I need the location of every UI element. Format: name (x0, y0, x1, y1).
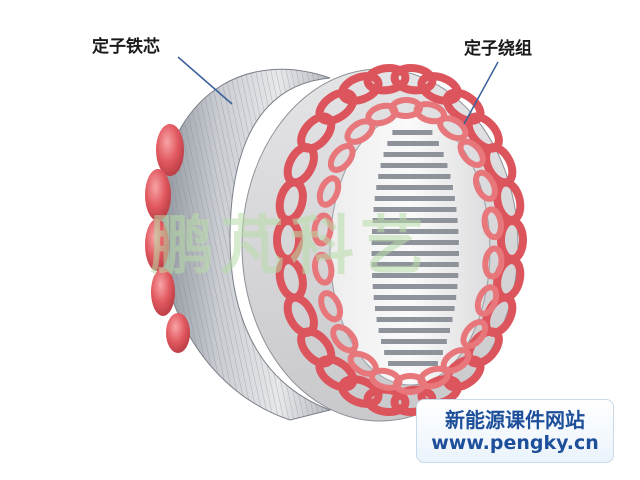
slot-bar (388, 361, 438, 366)
winding-coil (390, 64, 437, 95)
winding-coil-inner (311, 251, 335, 286)
slot-bar (372, 273, 459, 278)
winding-coil-inner (460, 319, 489, 349)
slot-bar (384, 350, 443, 355)
slot-bar (371, 229, 459, 234)
stator-winding (273, 64, 527, 416)
left-coil-ends (145, 124, 190, 353)
winding-coil (442, 355, 485, 392)
site-badge: 新能源课件网站 www.pengky.cn (416, 399, 614, 463)
slot-bar (371, 262, 459, 267)
leader-line-winding (463, 61, 499, 125)
slot-bar (371, 240, 459, 245)
watermark-text: 鹏芃科艺 (150, 210, 430, 284)
slot-bar (380, 163, 448, 168)
winding-coil-inner (318, 290, 344, 323)
winding-coil-inner (311, 212, 334, 247)
label-stator-winding: 定子绕组 (464, 39, 532, 59)
slot-bar (387, 141, 439, 146)
site-badge-name: 新能源课件网站 (445, 408, 585, 432)
label-stator-core: 定子铁芯 (92, 37, 160, 57)
winding-coil-inner (482, 245, 505, 280)
slot-bar (372, 284, 458, 289)
slot-bar (373, 207, 457, 212)
slot-bar (378, 328, 450, 333)
slot-bar (376, 317, 453, 322)
winding-coil-inner (481, 206, 505, 241)
slot-bar (372, 218, 458, 223)
winding-coil-inner (457, 138, 486, 168)
leader-line-core (177, 56, 233, 105)
slot-bar (376, 185, 453, 190)
slot-bar (371, 251, 459, 256)
winding-coil-inner (316, 175, 342, 208)
winding-coil-inner (347, 350, 379, 377)
winding-coil-inner (437, 115, 469, 142)
slot-bar (381, 339, 447, 344)
slot-bar (374, 196, 455, 201)
winding-coil-inner (330, 324, 359, 354)
slot-bar (392, 130, 433, 135)
site-badge-url[interactable]: www.pengky.cn (431, 432, 599, 454)
slot-bar (383, 152, 444, 157)
slot-bar (378, 174, 451, 179)
winding-coil (338, 72, 383, 105)
winding-coil-inner (472, 169, 498, 202)
slot-laminations (371, 130, 459, 366)
slot-bar (373, 295, 457, 300)
winding-coil-inner (327, 143, 356, 173)
slot-bar (374, 306, 455, 311)
winding-coil (493, 178, 525, 224)
winding-coil (363, 64, 410, 95)
winding-coil (315, 88, 358, 125)
winding-coil-inner (474, 284, 500, 317)
inner-bore (329, 114, 491, 386)
